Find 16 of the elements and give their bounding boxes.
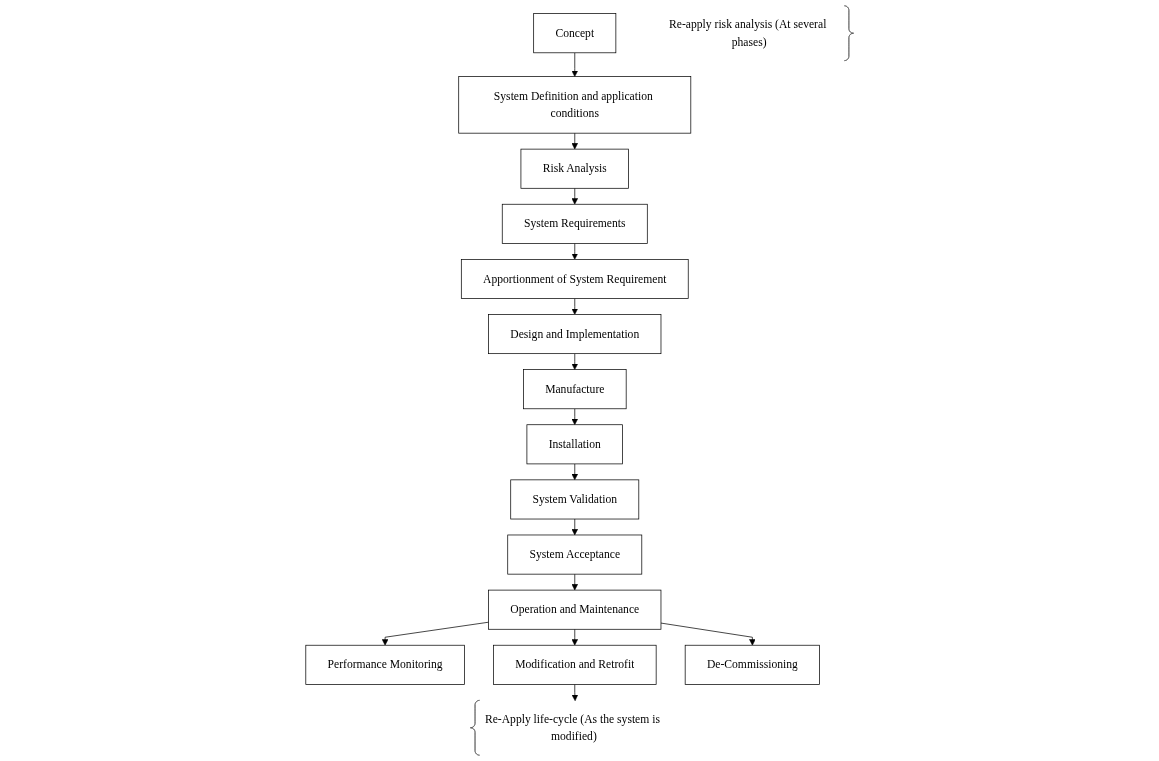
node-box: Manufacture [522, 369, 627, 410]
node-box: Performance Monitoring [305, 644, 465, 685]
node-box: System Acceptance [507, 534, 643, 575]
node-box: Concept [533, 13, 617, 54]
node-box: Modification and Retrofit [492, 644, 657, 685]
node-box: Risk Analysis [520, 148, 629, 189]
node-box: Installation [526, 424, 623, 465]
node-text: Re-apply risk analysis (At several phases) [668, 17, 827, 48]
node-box: System Definition and application conditions [458, 76, 692, 134]
node-box: Operation and Maintenance [488, 589, 662, 630]
node-box: De-Commissioning [684, 644, 820, 685]
node-box: System Requirements [501, 203, 648, 244]
node-text: Re-Apply life-cycle (As the system is modified) [484, 712, 660, 743]
node-box: System Validation [510, 479, 640, 520]
node-box: Apportionment of System Requirement [460, 259, 689, 299]
node-box: Design and Implementation [488, 314, 662, 355]
